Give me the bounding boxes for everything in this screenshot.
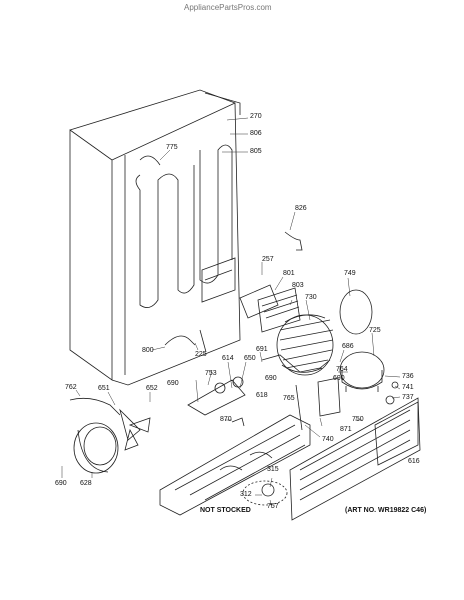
callout-225: 225: [195, 351, 207, 358]
callout-725: 725: [369, 327, 381, 334]
drier-tube: [295, 384, 303, 431]
cabinet-side-panel: [69, 129, 113, 381]
strap-762: [69, 397, 121, 416]
callout-690: 690: [167, 380, 179, 387]
callout-312: 312: [240, 491, 252, 498]
callout-690: 690: [333, 375, 345, 382]
relay-bracket: [239, 284, 279, 319]
callout-753: 753: [205, 370, 217, 377]
not-stocked-note: NOT STOCKED: [200, 507, 251, 514]
callout-749: 749: [344, 270, 356, 277]
callout-765: 765: [283, 395, 295, 402]
callout-691: 691: [256, 346, 268, 353]
dryer-bracket: [187, 379, 246, 416]
compressor: [339, 351, 385, 392]
callout-690: 690: [265, 375, 277, 382]
callout-737: 737: [402, 394, 414, 401]
callout-870: 870: [220, 416, 232, 423]
callout-730: 730: [305, 294, 317, 301]
control-box: [201, 257, 236, 303]
callout-690: 690: [55, 480, 67, 487]
art-number: (ART NO. WR19822 C46): [345, 507, 427, 514]
callout-618: 618: [256, 392, 268, 399]
drain-fitting: [261, 483, 275, 497]
callout-764: 764: [336, 366, 348, 373]
tubing-loop-left: [135, 165, 195, 308]
callout-257: 257: [262, 256, 274, 263]
overload-871: [317, 377, 341, 417]
fan-blade: [119, 408, 151, 451]
rear-access-cover: [289, 397, 421, 521]
callout-750: 750: [352, 416, 364, 423]
watermark: AppliancePartsPros.com: [184, 3, 272, 12]
tubing-loop-right: [199, 144, 233, 284]
callout-736: 736: [402, 373, 414, 380]
cabinet-back-panel: [111, 102, 241, 386]
drain-hose: [164, 335, 196, 346]
callout-775: 775: [166, 144, 178, 151]
power-cord: [284, 231, 303, 251]
callout-871: 871: [340, 426, 352, 433]
callout-801: 801: [283, 270, 295, 277]
fan-shroud: [73, 422, 119, 474]
drain-assembly-group: [242, 480, 288, 506]
callout-806: 806: [250, 130, 262, 137]
callout-652: 652: [146, 385, 158, 392]
grille-803: [257, 287, 301, 333]
callout-741: 741: [402, 384, 414, 391]
callout-762: 762: [65, 384, 77, 391]
callout-614: 614: [222, 355, 234, 362]
callout-803: 803: [292, 282, 304, 289]
callout-805: 805: [250, 148, 262, 155]
base-pan: [159, 414, 311, 516]
callout-315: 315: [267, 466, 279, 473]
callout-800: 800: [142, 347, 154, 354]
callout-616: 616: [408, 458, 420, 465]
condenser-coil: [276, 314, 334, 376]
callout-740: 740: [322, 436, 334, 443]
callout-686: 686: [342, 343, 354, 350]
callout-270: 270: [250, 113, 262, 120]
cabinet-top-edge: [69, 89, 236, 131]
callout-826: 826: [295, 205, 307, 212]
callout-628: 628: [80, 480, 92, 487]
callout-651: 651: [98, 385, 110, 392]
callout-757: 757: [267, 503, 279, 510]
fan-disc-749: [339, 289, 373, 335]
callout-650: 650: [244, 355, 256, 362]
